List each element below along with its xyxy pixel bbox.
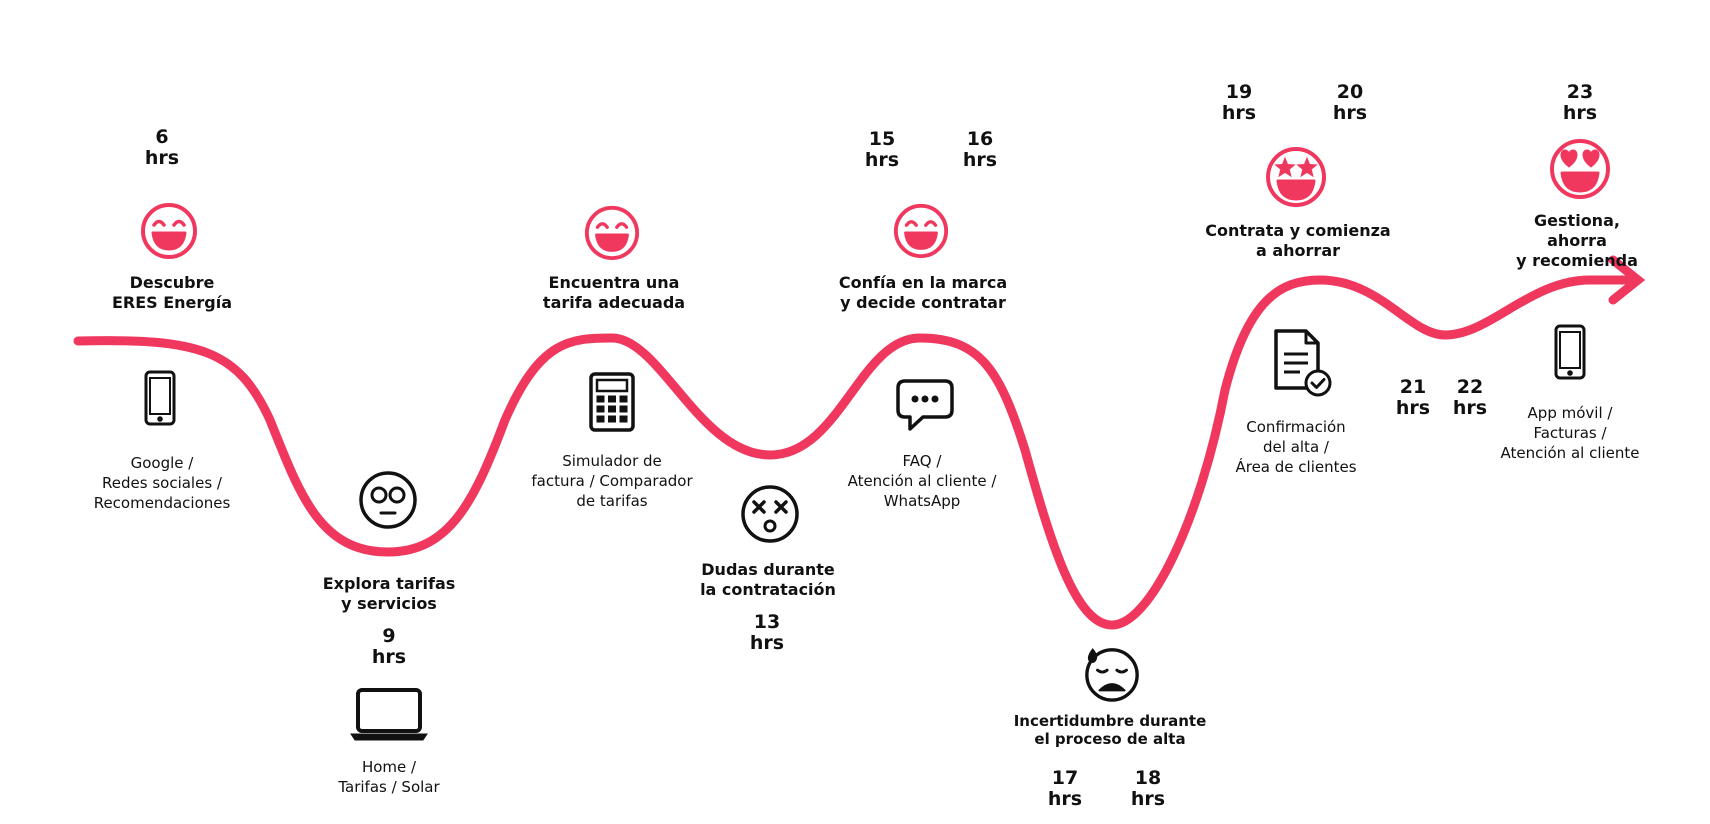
star-eyes-face-icon [1266,147,1326,207]
smartphone-icon [1554,324,1586,380]
channel-label: Simulador de factura / Comparador de tar… [531,452,693,510]
stage-title: Gestiona, ahorra y recomienda [1516,211,1638,270]
channel-label: Home / Tarifas / Solar [338,758,440,796]
channel-label: Google / Redes sociales / Recomendacione… [93,454,231,512]
happy-face-icon [141,203,197,259]
time-label: 18 hrs [1130,767,1166,810]
time-label: 13 hrs [749,611,785,654]
stage-title: Encuentra una tarifa adecuada [542,273,686,312]
stage-title: Dudas durante la contratación [700,560,836,599]
laptop-icon [350,688,428,741]
channel-label: App móvil / Facturas / Atención al clien… [1500,404,1640,462]
heart-eyes-face-icon [1550,139,1610,199]
anxious-face-icon [1085,648,1139,702]
chat-bubble-icon [896,379,954,431]
time-label: 17 hrs [1047,767,1083,810]
time-label: 9 hrs [371,625,407,668]
channel-label: FAQ / Atención al cliente / WhatsApp [847,452,997,510]
neutral-face-icon [359,471,417,529]
time-label: 19 hrs [1221,81,1257,124]
time-label: 23 hrs [1562,81,1598,124]
stage-title: Incertidumbre durante el proceso de alta [1013,712,1207,748]
time-label: 16 hrs [962,128,998,171]
smartphone-icon [144,370,176,426]
arrow-head [1608,255,1646,305]
time-label: 22 hrs [1452,376,1488,419]
happy-face-icon [584,205,640,261]
calculator-icon [589,372,635,432]
document-check-icon [1274,329,1332,397]
emotion-curve-line [73,275,1633,630]
time-label: 21 hrs [1395,376,1431,419]
channel-label: Confirmación del alta / Área de clientes [1235,418,1357,476]
stage-title: Explora tarifas y servicios [322,574,456,613]
stage-title: Confía en la marca y decide contratar [838,273,1008,312]
stage-title: Descubre ERES Energía [111,273,233,312]
time-label: 15 hrs [864,128,900,171]
stage-title: Contrata y comienza a ahorrar [1205,221,1391,260]
happy-face-icon [893,203,949,259]
time-label: 6 hrs [144,126,180,169]
dizzy-face-icon [741,485,799,543]
time-label: 20 hrs [1332,81,1368,124]
